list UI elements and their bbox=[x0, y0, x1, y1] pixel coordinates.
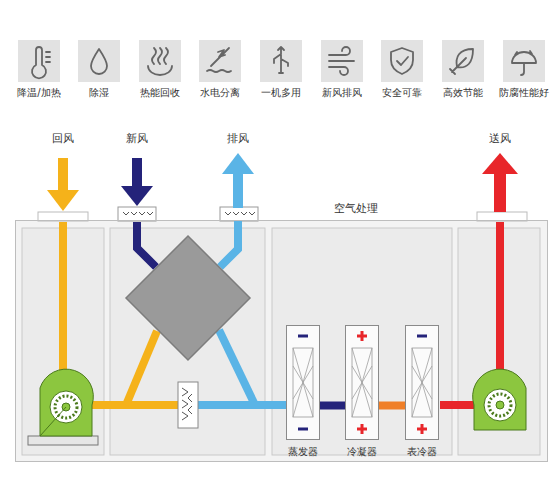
feature-label: 高效节能 bbox=[443, 87, 483, 99]
feature-icon-stroke bbox=[207, 48, 231, 72]
feature-tile: 降温/加热 bbox=[18, 40, 60, 82]
feature-icon-stroke bbox=[32, 47, 50, 78]
air-streams-part bbox=[219, 330, 255, 405]
air-arrows-part bbox=[233, 170, 243, 208]
component-label: 表冷器 bbox=[407, 446, 437, 458]
coil-fins bbox=[287, 326, 319, 439]
coil-fins bbox=[406, 326, 438, 439]
feature-icon bbox=[442, 40, 484, 82]
feature-label: 降温/加热 bbox=[17, 87, 60, 99]
return-fan bbox=[28, 369, 98, 445]
air-arrows-part bbox=[121, 186, 153, 206]
air-label: 送风 bbox=[489, 132, 511, 145]
return-fan-part bbox=[40, 369, 93, 436]
feature-icon-stroke bbox=[148, 48, 172, 75]
air-arrows-part bbox=[132, 158, 142, 190]
component-label: 蒸发器 bbox=[288, 446, 318, 458]
refrigerant-line bbox=[379, 402, 405, 410]
air-streams-part bbox=[126, 331, 157, 405]
return-fan-part bbox=[40, 407, 66, 436]
feature-icon bbox=[199, 40, 241, 82]
feature-icon bbox=[139, 40, 181, 82]
return-fan-part bbox=[28, 436, 98, 445]
feature-icon bbox=[18, 40, 60, 82]
condenser-coil: 冷凝器 bbox=[345, 325, 379, 440]
air-streams-part bbox=[198, 401, 287, 409]
supply-fan-part bbox=[473, 369, 526, 430]
refrigerant-line bbox=[320, 402, 345, 410]
supply-fan-part bbox=[484, 389, 516, 421]
feature-tile: 新风排风 bbox=[321, 40, 363, 82]
component-label: 冷凝器 bbox=[347, 446, 377, 458]
air-label: 回风 bbox=[52, 132, 74, 145]
supply-fan-part bbox=[489, 394, 511, 416]
feature-tile: 除湿 bbox=[78, 40, 120, 82]
filter bbox=[178, 382, 198, 428]
filter-part bbox=[182, 388, 192, 420]
feature-icon bbox=[503, 40, 545, 82]
air-arrows-part bbox=[58, 158, 68, 194]
supply-fan bbox=[473, 369, 526, 430]
supply-fan-part bbox=[496, 401, 504, 409]
air-arrows-part bbox=[482, 153, 518, 174]
housing-ground-part bbox=[272, 228, 452, 455]
air-label: 新风 bbox=[126, 132, 148, 145]
feature-label: 防腐性能好 bbox=[499, 87, 549, 99]
feature-icon-stroke bbox=[329, 47, 354, 75]
unit-housing: 空气处理蒸发器冷凝器表冷器 bbox=[15, 220, 548, 462]
feature-label: 一机多用 bbox=[261, 87, 301, 99]
air-streams-part bbox=[220, 220, 238, 267]
feature-label: 安全可靠 bbox=[382, 87, 422, 99]
coil-fins bbox=[346, 326, 378, 439]
housing-ground-part bbox=[110, 228, 265, 455]
feature-icon bbox=[78, 40, 120, 82]
feature-label: 除湿 bbox=[89, 87, 109, 99]
feature-icon-stroke bbox=[512, 51, 536, 75]
air-streams-part bbox=[137, 222, 156, 267]
air-arrows bbox=[47, 153, 518, 212]
feature-tile: 一机多用 bbox=[260, 40, 302, 82]
housing-ground bbox=[15, 220, 548, 462]
cooler-coil: 表冷器 bbox=[405, 325, 439, 440]
air-arrows-part bbox=[222, 153, 254, 174]
feature-tile: 高效节能 bbox=[442, 40, 484, 82]
feature-tile: 热能回收 bbox=[139, 40, 181, 82]
housing-ground-part bbox=[15, 220, 548, 462]
feature-tile: 安全可靠 bbox=[381, 40, 423, 82]
feature-label: 热能回收 bbox=[140, 87, 180, 99]
feature-icon-stroke bbox=[450, 49, 473, 74]
evaporator-coil: 蒸发器 bbox=[286, 325, 320, 440]
top-vents bbox=[38, 207, 527, 221]
feature-label: 水电分离 bbox=[200, 87, 240, 99]
feature-tile: 防腐性能好 bbox=[503, 40, 545, 82]
feature-icon-stroke bbox=[391, 48, 413, 74]
top-vents-part bbox=[123, 212, 255, 215]
feature-icon bbox=[260, 40, 302, 82]
air-label: 排风 bbox=[227, 132, 249, 145]
feature-icon bbox=[321, 40, 363, 82]
heat-exchanger bbox=[126, 236, 250, 360]
filter-part bbox=[178, 382, 198, 428]
air-arrows-part bbox=[47, 190, 79, 211]
heat-exchanger-part bbox=[126, 236, 250, 360]
section-title: 空气处理 bbox=[334, 202, 378, 215]
feature-icon-stroke bbox=[274, 47, 288, 73]
air-arrows-part bbox=[494, 170, 506, 212]
feature-icon bbox=[381, 40, 423, 82]
feature-label: 新风排风 bbox=[322, 87, 362, 99]
feature-icon-stroke bbox=[91, 49, 107, 74]
feature-tile: 水电分离 bbox=[199, 40, 241, 82]
